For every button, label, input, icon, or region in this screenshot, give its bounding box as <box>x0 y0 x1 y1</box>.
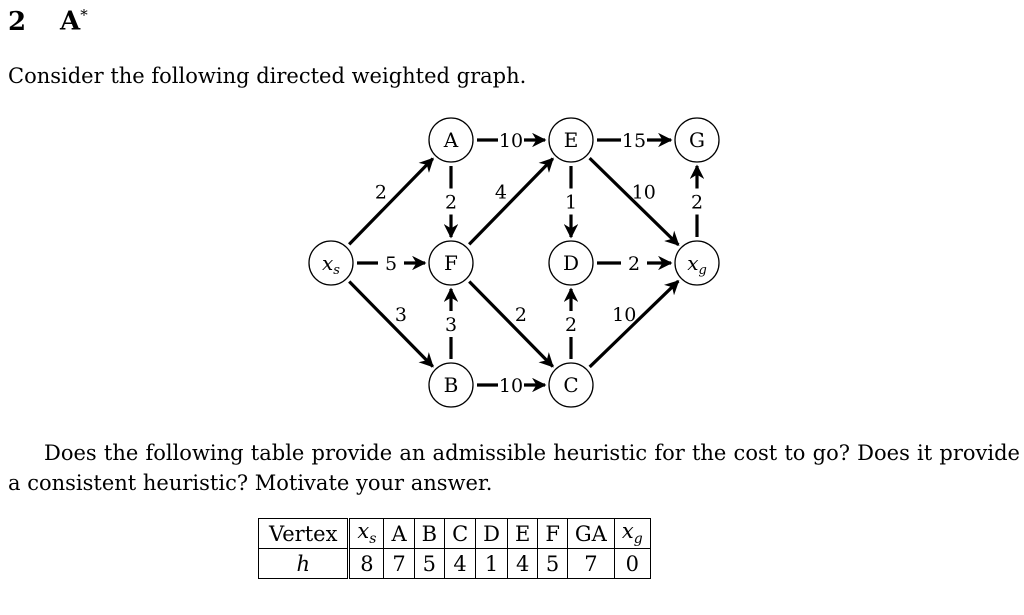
section-title: A* <box>60 6 88 37</box>
edge-xg-G: 2 <box>685 164 709 237</box>
column-header-2: B <box>413 518 446 549</box>
edge-D-xg: 2 <box>597 252 673 275</box>
edge-E-D: 1 <box>559 166 583 239</box>
h-value-5: 4 <box>506 548 539 579</box>
edge-F-E: 4 <box>468 157 554 246</box>
edge-weight-label: 2 <box>445 192 457 214</box>
node-E: E <box>548 117 594 163</box>
column-header-3: C <box>444 518 477 549</box>
edge-E-xg: 10 <box>588 157 680 246</box>
column-header-6: F <box>537 518 568 549</box>
edge-weight-label: 10 <box>612 304 636 326</box>
h-value-4: 1 <box>475 548 508 579</box>
column-header-1: A <box>383 518 415 549</box>
edge-weight-label: 4 <box>495 182 507 204</box>
edge-weight-label: 2 <box>628 253 640 275</box>
column-header-8: xg <box>613 518 651 549</box>
intro-text: Consider the following directed weighted… <box>8 64 527 88</box>
node-A: A <box>428 117 474 163</box>
node-label: G <box>689 128 705 152</box>
column-header-4: D <box>475 518 508 549</box>
node-label: A <box>443 128 459 152</box>
edge-weight-label: 15 <box>622 130 646 152</box>
edge-weight-label: 2 <box>515 304 527 326</box>
question-text: Does the following table provide an admi… <box>8 441 1020 495</box>
node-label: D <box>563 251 579 275</box>
row-header-vertex: Vertex <box>257 518 351 549</box>
node-xg: xg <box>674 240 720 286</box>
h-value-0: 8 <box>348 548 385 579</box>
h-value-6: 5 <box>537 548 568 579</box>
column-header-0: xs <box>348 518 385 549</box>
node-label: E <box>564 128 579 152</box>
node-label: C <box>563 373 578 397</box>
row-header-h: h <box>257 548 351 579</box>
h-value-2: 5 <box>413 548 446 579</box>
edge-weight-label: 10 <box>499 375 523 397</box>
node-D: D <box>548 240 594 286</box>
edge-weight-label: 3 <box>395 304 407 326</box>
edge-E-G: 15 <box>597 129 673 152</box>
node-C: C <box>548 362 594 408</box>
node-G: G <box>674 117 720 163</box>
edge-C-xg: 10 <box>588 279 680 369</box>
edge-B-C: 10 <box>477 374 547 397</box>
edge-xs-F: 5 <box>357 252 427 275</box>
h-value-3: 4 <box>444 548 477 579</box>
edge-F-C: 2 <box>468 280 554 368</box>
edge-weight-label: 2 <box>691 192 703 214</box>
graph-diagram: 2 5 3 10 2 3 10 4 2 15 1 10 2 2 10 2 xs A F B E D C Gxg <box>308 117 720 408</box>
node-B: B <box>428 362 474 408</box>
edge-weight-label: 10 <box>632 181 656 203</box>
node-label: F <box>444 251 458 275</box>
h-value-7: 7 <box>566 548 615 579</box>
node-F: F <box>428 240 474 286</box>
edge-weight-label: 2 <box>375 182 387 204</box>
edge-weight-label: 2 <box>565 314 577 336</box>
node-label: xg <box>687 251 707 278</box>
edge-xs-B: 3 <box>348 280 434 368</box>
node-label: xs <box>322 251 340 278</box>
edge-weight-label: 1 <box>565 192 577 214</box>
edge-weight-label: 3 <box>445 314 457 336</box>
h-value-8: 0 <box>613 548 651 579</box>
edge-xs-A: 2 <box>348 157 434 246</box>
edge-A-F: 2 <box>439 166 463 239</box>
column-header-7: GA <box>566 518 615 549</box>
edge-weight-label: 10 <box>499 130 523 152</box>
column-header-5: E <box>506 518 539 549</box>
edge-B-F: 3 <box>439 287 463 359</box>
section-heading: 2 A* <box>8 6 88 37</box>
edge-weight-label: 5 <box>385 253 397 275</box>
node-xs: xs <box>308 240 354 286</box>
section-number: 2 <box>8 6 27 37</box>
h-value-1: 7 <box>383 548 415 579</box>
edge-C-D: 2 <box>559 287 583 359</box>
edge-A-E: 10 <box>477 129 547 152</box>
node-label: B <box>444 373 459 397</box>
